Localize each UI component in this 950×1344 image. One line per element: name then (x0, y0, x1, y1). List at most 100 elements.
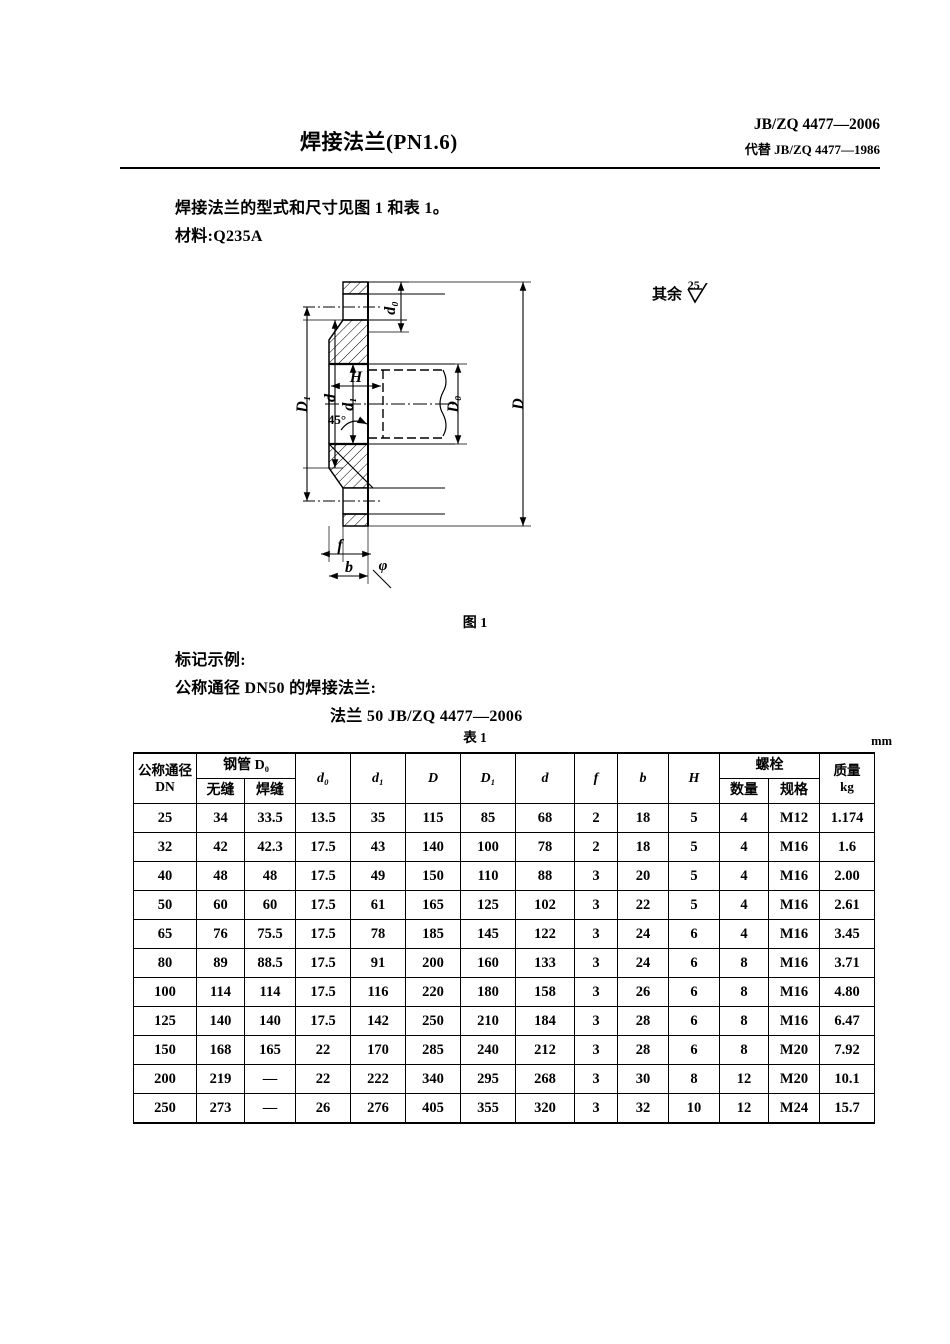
td-nominal-diameter: 125 (133, 1006, 197, 1036)
td-b: 24 (617, 919, 669, 949)
dim-label-b: b (345, 559, 353, 576)
td-d1: 170 (350, 1035, 406, 1065)
td-d0: 17.5 (295, 890, 351, 920)
td-bolt-qty: 4 (719, 919, 769, 949)
td-d1: 43 (350, 832, 406, 862)
td-welded: 75.5 (244, 919, 296, 949)
marking-example-description: 公称通径 DN50 的焊接法兰: (175, 680, 377, 697)
td-d1: 49 (350, 861, 406, 891)
td-d1: 116 (350, 977, 406, 1007)
marking-example-code: 法兰 50 JB/ZQ 4477—2006 (330, 708, 523, 725)
table-head: 公称通径 DN 钢管 D₀ d₀ d₁ D D₁ d f b H 螺栓 质量 k… (133, 752, 875, 804)
td-f: 3 (574, 1035, 618, 1065)
td-d0: 22 (295, 1064, 351, 1094)
td-bolt-spec: M16 (768, 977, 820, 1007)
table-caption: 表 1 (463, 730, 487, 745)
td-D: 340 (405, 1064, 461, 1094)
td-d0: 17.5 (295, 948, 351, 978)
td-D: 285 (405, 1035, 461, 1065)
td-bolt-qty: 4 (719, 861, 769, 891)
td-d0: 17.5 (295, 832, 351, 862)
td-d0: 26 (295, 1093, 351, 1124)
td-bolt-qty: 12 (719, 1093, 769, 1124)
td-welded: 114 (244, 977, 296, 1007)
td-mass: 2.61 (819, 890, 875, 920)
marking-example-title: 标记示例: (175, 652, 246, 669)
flange-drawing: D D₀ d₀ D₁ d d₁ H f b φ 45° (295, 278, 695, 598)
td-f: 3 (574, 1093, 618, 1124)
td-D1: 160 (460, 948, 516, 978)
td-D: 185 (405, 919, 461, 949)
td-nominal-diameter: 32 (133, 832, 197, 862)
td-bolt-spec: M20 (768, 1035, 820, 1065)
td-mass: 1.174 (819, 803, 875, 833)
td-d: 268 (515, 1064, 575, 1094)
td-D1: 125 (460, 890, 516, 920)
td-nominal-diameter: 200 (133, 1064, 197, 1094)
td-d: 88 (515, 861, 575, 891)
th-b: b (617, 752, 669, 804)
td-seamless: 168 (196, 1035, 245, 1065)
th-seamless: 无缝 (196, 778, 245, 804)
td-welded: — (244, 1064, 296, 1094)
figure-caption: 图 1 (462, 616, 488, 631)
td-H: 8 (668, 1064, 720, 1094)
dim-label-d0: d₀ (382, 301, 399, 315)
td-bolt-qty: 8 (719, 1035, 769, 1065)
th-welded: 焊缝 (244, 778, 296, 804)
td-nominal-diameter: 65 (133, 919, 197, 949)
td-f: 3 (574, 919, 618, 949)
dimensions-table: 公称通径 DN 钢管 D₀ d₀ d₁ D D₁ d f b H 螺栓 质量 k… (133, 752, 875, 1124)
td-H: 6 (668, 1006, 720, 1036)
th-pipe-group: 钢管 D₀ (196, 752, 296, 779)
th-d: d (515, 752, 575, 804)
td-seamless: 273 (196, 1093, 245, 1124)
td-b: 22 (617, 890, 669, 920)
td-d1: 222 (350, 1064, 406, 1094)
intro-line-2: 材料:Q235A (175, 228, 263, 245)
th-D: D (405, 752, 461, 804)
td-f: 3 (574, 890, 618, 920)
td-D: 150 (405, 861, 461, 891)
dim-label-angle: 45° (328, 412, 346, 427)
td-b: 18 (617, 803, 669, 833)
td-f: 2 (574, 803, 618, 833)
roughness-label: 其余 (652, 287, 683, 303)
td-seamless: 89 (196, 948, 245, 978)
td-d0: 17.5 (295, 861, 351, 891)
th-D1: D₁ (460, 752, 516, 804)
td-d0: 17.5 (295, 977, 351, 1007)
dim-label-D0: D₀ (445, 395, 462, 413)
td-b: 18 (617, 832, 669, 862)
td-bolt-spec: M12 (768, 803, 820, 833)
standard-replaces: 代替 JB/ZQ 4477—1986 (744, 142, 880, 157)
td-welded: 48 (244, 861, 296, 891)
td-d: 78 (515, 832, 575, 862)
td-H: 6 (668, 948, 720, 978)
td-bolt-qty: 8 (719, 977, 769, 1007)
td-b: 28 (617, 1006, 669, 1036)
th-nominal-diameter-line2: DN (155, 778, 175, 794)
td-b: 20 (617, 861, 669, 891)
roughness-symbol-icon (687, 283, 708, 304)
td-mass: 6.47 (819, 1006, 875, 1036)
td-b: 32 (617, 1093, 669, 1124)
td-welded: 33.5 (244, 803, 296, 833)
td-D: 220 (405, 977, 461, 1007)
td-nominal-diameter: 250 (133, 1093, 197, 1124)
td-bolt-spec: M16 (768, 1006, 820, 1036)
td-bolt-qty: 4 (719, 832, 769, 862)
td-H: 5 (668, 803, 720, 833)
td-d1: 276 (350, 1093, 406, 1124)
td-f: 3 (574, 1064, 618, 1094)
td-H: 5 (668, 832, 720, 862)
td-d: 212 (515, 1035, 575, 1065)
td-nominal-diameter: 40 (133, 861, 197, 891)
